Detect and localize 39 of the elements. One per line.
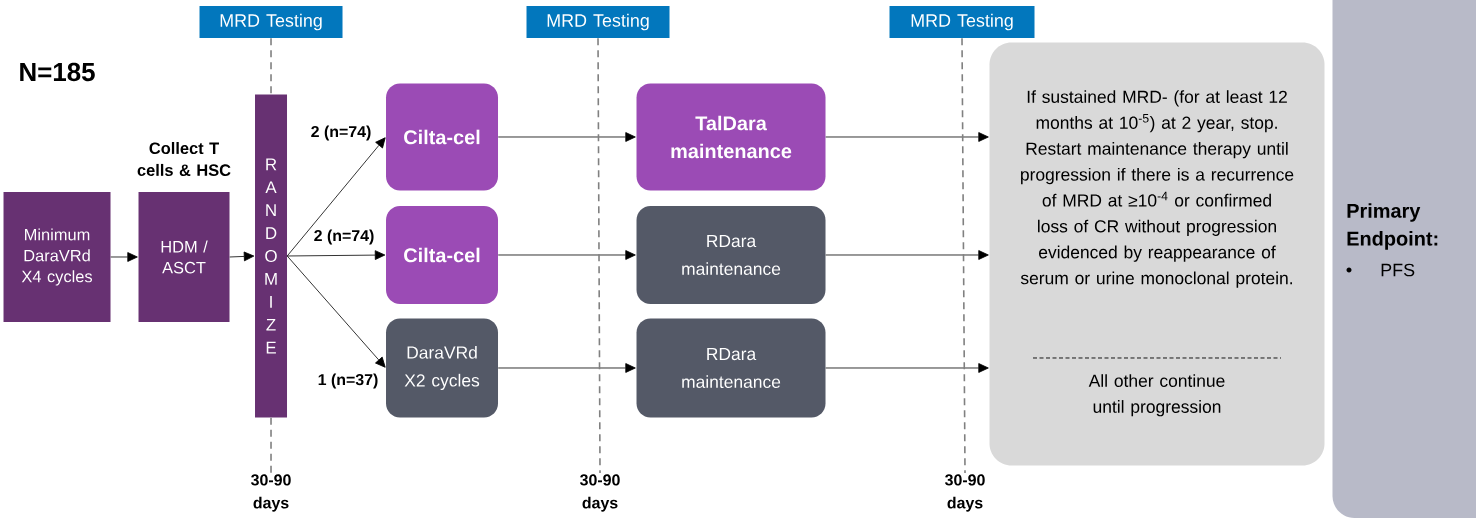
time-label: 30-90 days [580, 474, 620, 512]
arrow [110, 252, 138, 262]
arrow [286, 255, 386, 368]
label-box: MRD Testing [199, 6, 343, 38]
arrow [497, 250, 636, 260]
note-text: All other continue until progression [1088, 374, 1225, 417]
box-heading: Collect T cells & HSC [137, 142, 231, 176]
arrow [825, 132, 989, 142]
arrow [825, 363, 989, 373]
arrow [229, 251, 255, 262]
process-box: Minimum DaraVRd X4 cycles [3, 192, 111, 322]
treatment-box: TalDara maintenance [636, 83, 826, 191]
arrow [497, 363, 636, 373]
label-box: MRD Testing [526, 6, 670, 38]
edge-label: 2 (n=74) [312, 228, 376, 246]
timeline-line [961, 37, 966, 474]
sample-size: N=185 [20, 62, 95, 82]
label-box: MRD Testing [889, 6, 1035, 38]
process-box: HDM / ASCT [138, 192, 230, 322]
arrow [825, 250, 989, 260]
treatment-box: DaraVRd X2 cycles [386, 318, 498, 418]
arrow [497, 132, 636, 142]
treatment-box: Cilta-cel [386, 206, 498, 304]
edge-label: 2 (n=74) [309, 124, 373, 142]
edge-label: 1 (n=37) [316, 372, 380, 390]
timeline-line [270, 416, 272, 474]
arrow [286, 250, 386, 260]
treatment-box: RDara maintenance [636, 318, 826, 418]
note-text: If sustained MRD- (for at least 12 months at 10$^{-5}$) at 2 year, stop. Restart maintenance therapy until progression if there is a recurrence of MRD at ≥10$^{-4}$ or confirmed loss of CR without progression evidenced by reappearance of serum or urine monoclonal protein. [1020, 90, 1294, 288]
time-label: 30-90 days [251, 474, 291, 512]
treatment-box: Cilta-cel [386, 83, 498, 191]
treatment-box: RDara maintenance [636, 206, 826, 304]
arrow [286, 137, 386, 257]
endpoint-heading: Primary Endpoint: [1347, 203, 1438, 250]
bullet-item: PFS [1381, 263, 1415, 277]
timeline-line [270, 37, 272, 96]
time-label: 30-90 days [945, 474, 985, 512]
randomize-bar: RANDOMIZE [255, 94, 287, 418]
timeline-line [597, 37, 601, 474]
